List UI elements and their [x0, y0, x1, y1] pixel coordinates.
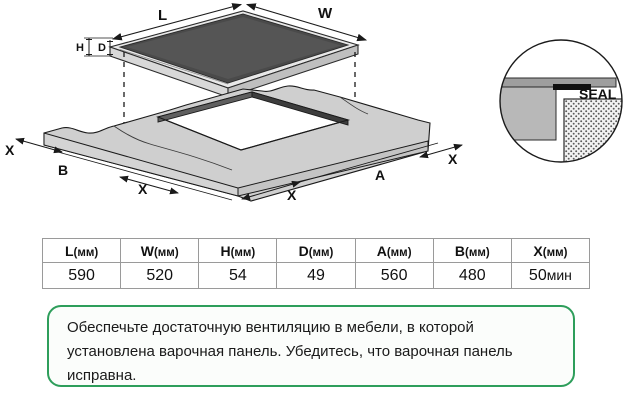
value-suffix: мин	[546, 266, 572, 283]
value-number: 560	[380, 266, 408, 284]
table-value-cell: 560	[354, 262, 434, 289]
header-symbol: L	[64, 242, 74, 259]
value-number: 520	[146, 266, 174, 284]
dimension-a: A	[299, 142, 439, 183]
diagram-svg: L W H D	[5, 3, 623, 203]
ventilation-warning-text: Обеспечьте достаточную вентиляцию в мебе…	[67, 319, 513, 384]
ventilation-warning-box: Обеспечьте достаточную вентиляцию в мебе…	[47, 305, 575, 387]
label-X-bottom-center: X	[287, 187, 297, 203]
label-X-left: X	[5, 142, 15, 158]
table-value-cell: 480	[432, 262, 512, 289]
table-value-cell: 590	[41, 262, 122, 289]
table-value-cell: 520	[120, 262, 200, 289]
seal-detail-view: SEAL	[499, 39, 623, 163]
dimension-x-left: X	[5, 137, 63, 158]
header-symbol: B	[454, 242, 465, 259]
dimension-x-right: X	[419, 143, 463, 167]
value-number: 54	[228, 266, 247, 284]
table-value-cell: 49	[276, 262, 356, 289]
dimension-x-bottom-center: X	[241, 180, 301, 203]
label-A: A	[375, 167, 385, 183]
table-header-cell: D(мм)	[276, 238, 356, 263]
header-symbol: X	[533, 242, 543, 259]
installation-diagram: L W H D	[5, 3, 623, 203]
header-unit: (мм)	[542, 246, 568, 259]
dimension-length: L	[111, 3, 243, 41]
label-X-bottom-left: X	[138, 181, 148, 197]
header-unit: (мм)	[230, 246, 256, 259]
header-symbol: H	[220, 242, 231, 259]
cooktop-panel	[108, 10, 360, 98]
value-number: 50	[528, 266, 547, 284]
header-symbol: W	[140, 242, 154, 259]
header-symbol: A	[376, 242, 387, 259]
header-symbol: D	[298, 242, 309, 259]
header-unit: (мм)	[386, 246, 412, 259]
table-header-cell: W(мм)	[120, 238, 200, 263]
label-X-right: X	[448, 151, 458, 167]
label-B: B	[58, 162, 68, 178]
table-header-cell: A(мм)	[354, 238, 434, 263]
label-SEAL: SEAL	[579, 86, 617, 102]
value-number: 590	[68, 266, 95, 284]
value-number: 49	[307, 266, 325, 284]
table-header-cell: B(мм)	[432, 238, 512, 263]
header-unit: (мм)	[153, 246, 179, 259]
table-header-cell: H(мм)	[198, 238, 278, 263]
dimension-width: W	[245, 3, 368, 42]
header-unit: (мм)	[464, 246, 490, 259]
value-number: 480	[458, 266, 486, 284]
label-D: D	[98, 42, 106, 54]
table-value-cell: 50мин	[510, 262, 591, 289]
dimension-x-bottom-left: X	[119, 175, 179, 197]
table-header-cell: L(мм)	[41, 238, 122, 263]
header-unit: (мм)	[73, 246, 99, 259]
label-L: L	[158, 7, 167, 24]
table-value-row: 590 520 54 49 560 480 50мин	[41, 262, 591, 289]
countertop	[43, 85, 431, 202]
table-header-cell: X(мм)	[510, 238, 591, 263]
dimension-height-depth: H D	[76, 37, 113, 57]
dimensions-table: L(мм) W(мм) H(мм) D(мм) A(мм) B(мм) X(мм…	[41, 238, 591, 289]
table-value-cell: 54	[198, 262, 278, 289]
label-H: H	[76, 42, 84, 54]
label-W: W	[318, 5, 333, 22]
header-unit: (мм)	[308, 246, 334, 259]
table-header-row: L(мм) W(мм) H(мм) D(мм) A(мм) B(мм) X(мм…	[41, 238, 591, 263]
